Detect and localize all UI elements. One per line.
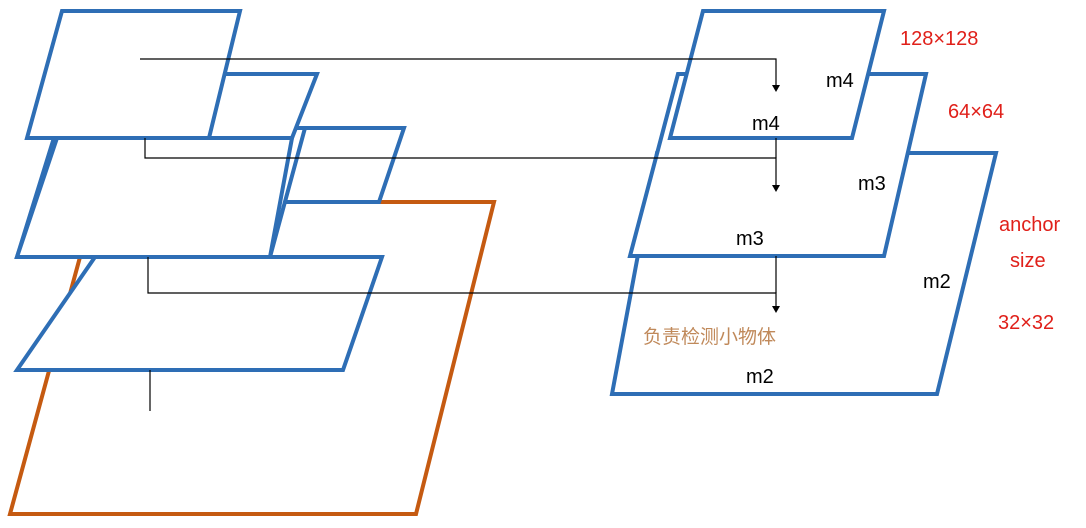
arrow-head-icon (772, 185, 780, 192)
label-m4-top: m4 (826, 70, 854, 92)
anchor-title-line2: size (1010, 250, 1046, 272)
lateral-connection-m2 (147, 257, 777, 307)
label-m4-merge: m4 (752, 113, 780, 135)
lateral-connection-m3 (144, 138, 777, 186)
anchor-size-64: 64×64 (948, 101, 1004, 123)
feature-plane-m4 (667, 9, 887, 140)
arrow-head-icon (772, 85, 780, 92)
backbone-plane-c5 (24, 9, 243, 140)
label-m3-merge: m3 (736, 228, 764, 250)
anchor-size-128: 128×128 (900, 28, 978, 50)
arrow-head-icon (772, 306, 780, 313)
label-m3-top: m3 (858, 173, 886, 195)
backbone-plane-c4b (14, 136, 295, 259)
small-object-note: 负责检测小物体 (643, 326, 776, 348)
anchor-size-32: 32×32 (998, 312, 1054, 334)
lateral-connection-m4 (140, 58, 777, 86)
label-m2-top: m2 (923, 271, 951, 293)
label-m2-merge: m2 (746, 366, 774, 388)
anchor-title-line1: anchor (999, 214, 1060, 236)
backbone-plane-c2 (13, 255, 385, 372)
